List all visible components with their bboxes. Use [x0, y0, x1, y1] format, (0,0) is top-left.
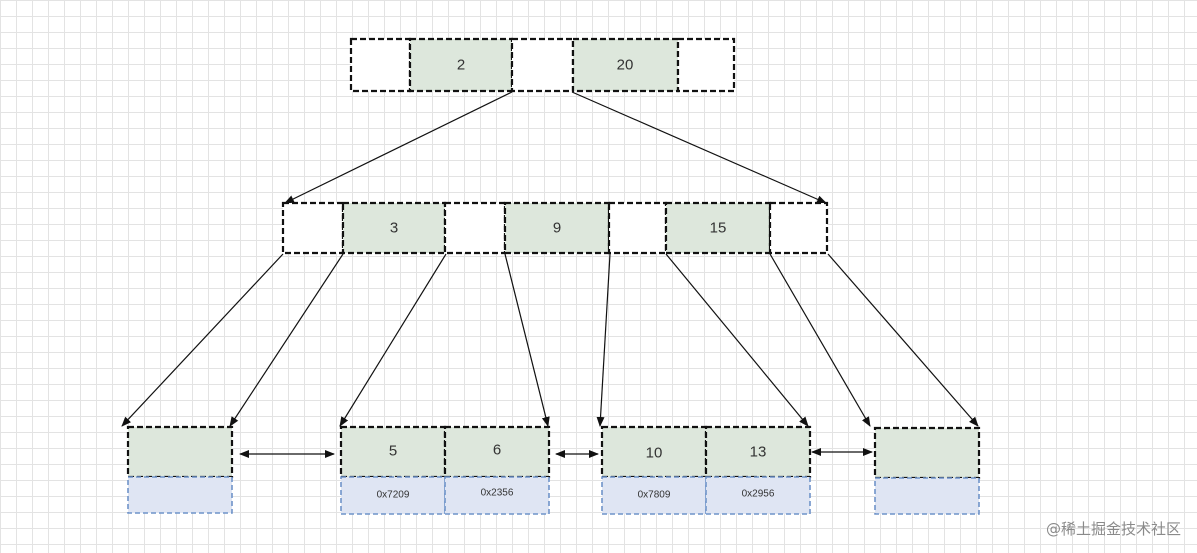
internal-pointer-cell	[768, 201, 829, 255]
leaf-node-4	[873, 426, 981, 515]
leaf-address-cell	[444, 476, 550, 515]
leaf-address-cell	[601, 476, 707, 515]
leaf-key-cell	[873, 426, 981, 480]
edge-internal-to-leaf	[596, 253, 611, 427]
edge-internal-to-leaf	[769, 253, 871, 427]
edge-internal-to-leaf	[827, 253, 979, 427]
edge-root-to-internal-right	[571, 91, 827, 204]
leaf-key-cell	[126, 425, 234, 479]
root-node: 2 20	[349, 37, 736, 93]
internal-pointer-cell	[281, 201, 345, 255]
root-key-label: 20	[617, 57, 634, 74]
edges-internal	[121, 253, 979, 427]
leaf-key-cell	[443, 425, 551, 479]
leaf-address-cell	[705, 476, 811, 515]
leaf-links	[239, 448, 873, 458]
leaf-address-label: 0x7809	[638, 490, 671, 501]
leaf-key-label: 6	[493, 442, 501, 459]
root-pointer-cell	[510, 37, 575, 93]
edge-internal-to-leaf	[339, 253, 447, 427]
leaf-node-3: 10 13 0x7809 0x2956	[600, 425, 812, 515]
leaf-key-label: 5	[389, 443, 397, 460]
leaf-address-cell	[340, 476, 446, 515]
edge-internal-to-leaf	[121, 253, 284, 427]
leaf-key-cell	[600, 425, 708, 479]
internal-pointer-cell	[443, 201, 507, 255]
leaf-address-label: 0x7209	[377, 490, 410, 501]
leaf-key-label: 10	[646, 445, 663, 462]
root-pointer-cell	[676, 37, 736, 93]
internal-key-cell	[341, 201, 447, 255]
leaf-key-cell	[704, 425, 812, 479]
leaf-address-cell	[874, 477, 980, 515]
leaf-address-label: 0x2956	[742, 489, 775, 500]
leaf-address-cell	[127, 476, 233, 514]
edges-root	[284, 91, 827, 204]
watermark: @稀土掘金技术社区	[1045, 520, 1181, 538]
root-pointer-cell	[349, 37, 412, 93]
leaf-address-label: 0x2356	[481, 488, 514, 499]
root-key-cell	[571, 37, 680, 93]
internal-pointer-cell	[607, 201, 668, 255]
edge-root-to-internal-left	[284, 91, 513, 204]
edge-internal-to-leaf	[504, 253, 550, 427]
edge-internal-to-leaf	[665, 253, 809, 427]
edge-internal-to-leaf	[229, 253, 344, 427]
internal-node: 3 9 15	[281, 201, 829, 255]
internal-key-cell	[664, 201, 772, 255]
internal-key-label: 3	[390, 220, 398, 237]
root-key-cell	[408, 37, 514, 93]
internal-key-label: 15	[710, 220, 727, 237]
root-key-label: 2	[457, 57, 465, 74]
leaf-node-1	[126, 425, 234, 514]
leaf-key-label: 13	[750, 444, 767, 461]
internal-key-label: 9	[553, 220, 561, 237]
leaf-node-2: 5 6 0x7209 0x2356	[339, 425, 551, 515]
